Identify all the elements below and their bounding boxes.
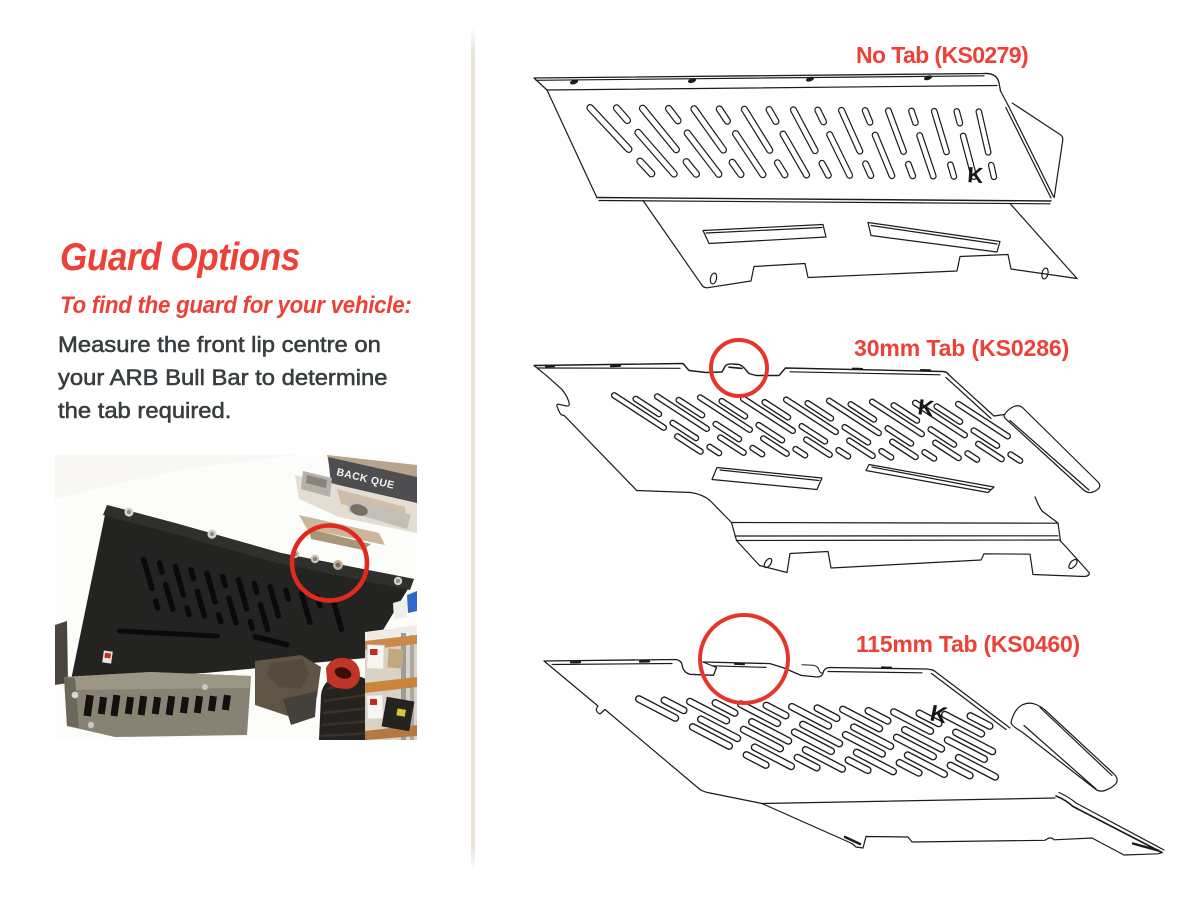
svg-text:K: K [916, 394, 935, 421]
svg-text:K: K [967, 162, 985, 188]
svg-text:K: K [928, 699, 950, 728]
